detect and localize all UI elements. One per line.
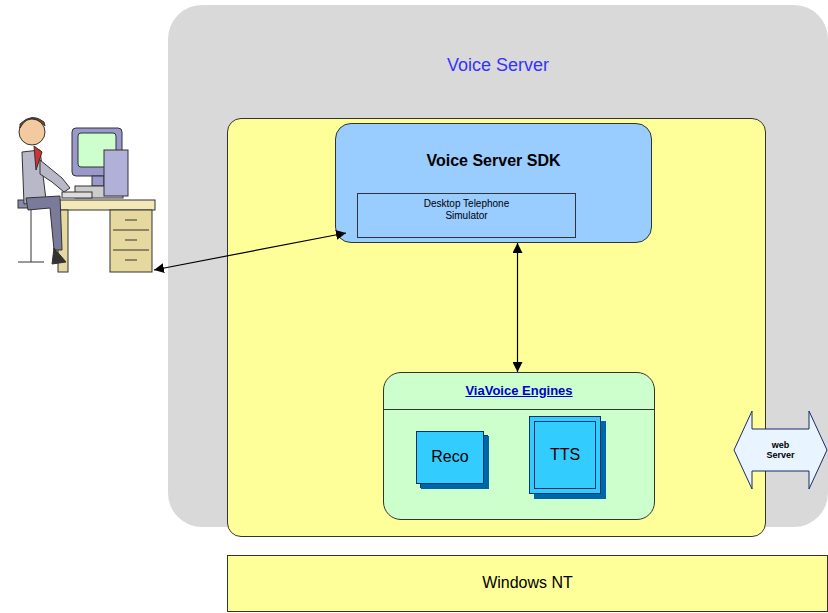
header-rule [384,409,654,410]
desk [55,200,155,272]
tts-engine: TTS [529,416,601,494]
node-label: Voice Server [447,55,549,76]
engine-box: ViaVoice EnginesReco TTS [383,372,655,520]
sdk-box: Voice Server SDK Desktop Telephone Simula… [335,123,652,243]
node-label: Reco [431,448,468,466]
computer [62,128,128,198]
node-label: Desktop Telephone Simulator [412,198,522,221]
reco-engine: Reco [416,431,484,484]
node-label: Voice Server SDK [427,152,561,170]
node-label: ViaVoice Engines [465,384,572,399]
node-label: TTS [550,446,580,464]
node-label: Windows NT [482,574,573,592]
person [18,117,70,264]
server-region: Voice ServerVoice Server SDK Desktop Tele… [168,5,828,527]
node-label: web Server [759,440,803,461]
simulator-box: Desktop Telephone Simulator [357,193,576,238]
web-server-arrow: web Server [733,410,828,490]
os-band: Windows NT [227,555,828,612]
